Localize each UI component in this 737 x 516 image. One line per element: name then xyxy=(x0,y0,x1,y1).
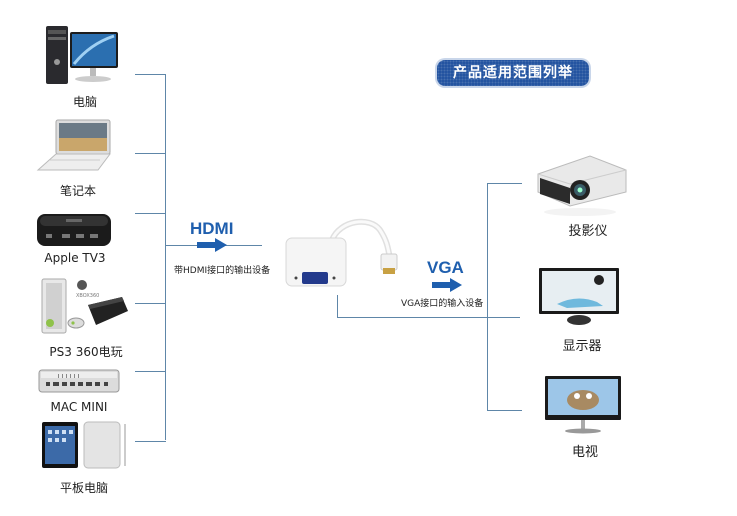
svg-text:XBOX360: XBOX360 xyxy=(76,293,99,299)
desktop-computer-icon xyxy=(46,26,118,84)
section-title-badge: 产品适用范围列举 xyxy=(437,60,589,86)
target-connector-projector xyxy=(487,183,522,184)
target-device-monitor xyxy=(537,266,621,328)
source-connector-tablet xyxy=(135,441,166,442)
source-label-computer: 电脑 xyxy=(72,95,97,109)
hdmi-caption: 带HDMI接口的输出设备 xyxy=(174,266,271,276)
projector-icon xyxy=(537,155,627,216)
adapter-drop-line xyxy=(337,295,338,317)
tablet-icon xyxy=(42,421,126,469)
vga-output-line xyxy=(337,317,520,318)
source-label-apple-tv: Apple TV3 xyxy=(44,251,106,265)
source-label-tablet: 平板电脑 xyxy=(59,481,108,495)
source-device-mac-mini xyxy=(38,368,120,394)
source-bus-line xyxy=(165,74,166,440)
source-label-console: PS3 360电玩 xyxy=(49,345,123,359)
source-label-laptop: 笔记本 xyxy=(59,184,96,198)
hdmi-arrow-icon xyxy=(197,238,227,252)
target-label-tv: 电视 xyxy=(571,445,598,460)
hdmi-to-vga-adapter-icon xyxy=(285,218,398,287)
vga-caption: VGA接口的输入设备 xyxy=(401,299,484,309)
target-bus-line xyxy=(487,183,488,411)
vga-label: VGA xyxy=(427,258,464,277)
source-device-tablet xyxy=(40,420,130,470)
source-device-console: XBOX360 xyxy=(40,275,130,335)
source-label-mac-mini: MAC MINI xyxy=(50,400,108,414)
target-device-projector xyxy=(530,148,630,218)
tv-icon xyxy=(545,376,621,434)
source-connector-computer xyxy=(135,74,166,75)
source-device-computer xyxy=(40,24,130,90)
laptop-icon xyxy=(36,119,111,171)
source-connector-macmini xyxy=(135,371,166,372)
hdmi-label: HDMI xyxy=(190,219,234,238)
source-device-apple-tv xyxy=(36,212,112,248)
target-device-tv xyxy=(543,374,623,436)
source-connector-console xyxy=(135,303,166,304)
monitor-icon xyxy=(539,268,619,325)
source-device-laptop xyxy=(36,118,118,174)
source-connector-appletv xyxy=(135,213,166,214)
vga-arrow-icon xyxy=(432,278,462,292)
adapter xyxy=(280,210,410,290)
target-label-monitor: 显示器 xyxy=(562,339,602,354)
mac-mini-icon xyxy=(38,369,120,393)
game-console-icon: XBOX360 xyxy=(41,278,128,334)
source-connector-laptop xyxy=(135,153,166,154)
target-label-projector: 投影仪 xyxy=(568,224,608,239)
target-connector-tv xyxy=(487,410,522,411)
apple-tv-icon xyxy=(37,214,111,246)
